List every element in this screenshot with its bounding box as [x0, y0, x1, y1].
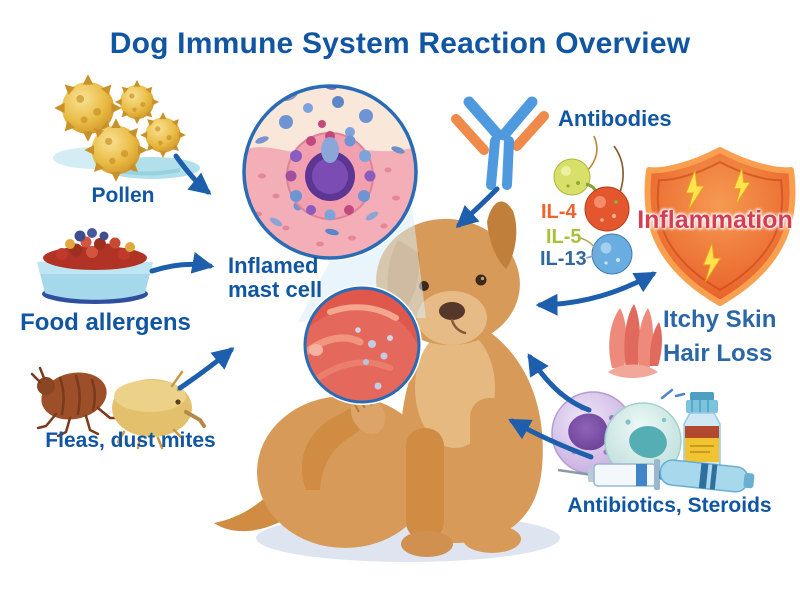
- kibble: [56, 228, 135, 260]
- itchy-skin-icon: [608, 304, 662, 378]
- mast-granule-ring: [285, 131, 376, 221]
- syringe-icon: [557, 459, 675, 490]
- cytokine-label-il5: IL-5: [546, 226, 582, 248]
- mast-cell-inset: [241, 83, 419, 261]
- arrow-pollen-to-mast-cell: [173, 153, 212, 195]
- antibiotics-steroids-label: Antibiotics, Steroids: [567, 494, 772, 517]
- mast-cell-label-line1: Inflamed: [228, 253, 319, 278]
- page-title: Dog Immune System Reaction Overview: [109, 27, 691, 60]
- arrow-treatment-to-dog: [508, 418, 594, 460]
- inflammation-shield-icon: [644, 147, 796, 306]
- arrow-parasites-to-skin: [177, 347, 235, 391]
- food-allergens-label: Food allergens: [20, 309, 191, 336]
- inflamed-mast-cell-label: Inflamed mast cell: [228, 254, 338, 302]
- antibody-icon: [451, 96, 549, 190]
- pollen-label: Pollen: [91, 184, 155, 207]
- cytokine-label-il4: IL-4: [541, 201, 577, 223]
- arrow-food-to-mast-cell: [149, 251, 215, 274]
- antibodies-label: Antibodies: [558, 106, 672, 131]
- medicine-bottle-icon: [660, 388, 721, 469]
- arrow-symptoms-to-dog: [527, 353, 592, 413]
- cytokine-spheres-icon: [553, 135, 633, 275]
- inflamed-skin-inset: [302, 285, 422, 405]
- steroid-vial-icon: [659, 459, 755, 493]
- flea-icon: [30, 366, 122, 438]
- cytokine-label-il13: IL-13: [540, 248, 587, 270]
- hair-loss-label: Hair Loss: [663, 340, 773, 367]
- itchy-skin-label: Itchy Skin: [663, 306, 777, 333]
- inflammation-label: Inflammation: [637, 206, 793, 234]
- immune-cells-icon: [551, 391, 682, 480]
- flow-arrows: [149, 153, 657, 460]
- arrow-antibodies-to-dog: [455, 186, 500, 228]
- mast-cell-label-line2: mast cell: [228, 277, 323, 302]
- arrow-dog-inflammation: [535, 271, 657, 316]
- food-bowl-icon: [37, 228, 153, 304]
- fleas-dust-mites-label: Fleas, dust mites: [45, 429, 216, 452]
- dust-mite-icon: [112, 370, 206, 450]
- pollen-icon: [53, 74, 200, 182]
